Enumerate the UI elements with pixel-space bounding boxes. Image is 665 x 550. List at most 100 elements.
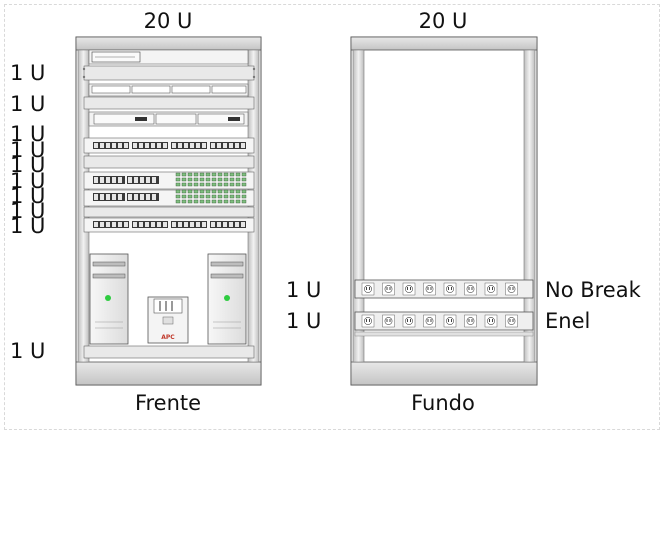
port	[235, 172, 241, 177]
port	[145, 222, 149, 227]
port	[366, 319, 367, 322]
port	[451, 287, 452, 290]
port	[133, 143, 137, 148]
port	[229, 199, 235, 204]
ups-logo: APC	[161, 334, 175, 341]
port	[196, 222, 200, 227]
port	[241, 177, 247, 182]
front-rack: APC	[75, 36, 262, 386]
port	[100, 222, 104, 227]
port	[229, 143, 233, 148]
port	[145, 143, 149, 148]
port	[489, 287, 490, 290]
port	[223, 199, 229, 204]
port	[484, 282, 498, 296]
port	[211, 143, 215, 148]
port	[235, 194, 241, 199]
port	[217, 199, 223, 204]
port	[223, 189, 229, 194]
unit-label: 1 U	[10, 92, 45, 116]
outlet	[364, 317, 372, 325]
port	[210, 142, 246, 149]
unit-label: 1 U	[10, 214, 45, 238]
port	[199, 172, 205, 177]
port	[205, 189, 211, 194]
port	[175, 172, 181, 177]
unit-label: 1 U	[10, 122, 45, 146]
front-unit-3-modems	[88, 83, 249, 97]
port	[386, 287, 388, 290]
port	[106, 194, 110, 200]
port	[128, 194, 132, 200]
port	[464, 314, 477, 328]
port	[163, 222, 167, 227]
pdu-unit-label: 1 U	[286, 309, 321, 333]
port	[389, 319, 391, 322]
port	[512, 319, 514, 322]
port	[118, 194, 122, 200]
port	[175, 194, 181, 199]
port	[94, 222, 98, 227]
port	[187, 199, 193, 204]
outlet	[507, 317, 516, 325]
port	[492, 287, 493, 290]
port	[229, 182, 235, 187]
back-bottom-shelf	[354, 331, 534, 337]
pdu-enel	[354, 311, 534, 331]
port	[187, 177, 193, 182]
port	[124, 222, 128, 227]
port	[118, 222, 122, 227]
port	[448, 319, 449, 322]
port	[157, 143, 161, 148]
unit-label: 1 U	[10, 184, 45, 208]
port	[430, 319, 432, 322]
outlet	[405, 285, 413, 293]
unit-label: 1 U	[10, 153, 45, 177]
port	[366, 287, 367, 290]
port	[443, 314, 457, 328]
port	[132, 221, 168, 228]
outlet	[384, 285, 393, 293]
port	[235, 189, 241, 194]
port	[427, 287, 429, 290]
outlet	[466, 285, 475, 293]
port	[157, 222, 161, 227]
port	[217, 143, 221, 148]
port	[241, 199, 247, 204]
port	[118, 177, 122, 183]
port	[210, 221, 246, 228]
port	[106, 222, 110, 227]
port	[205, 177, 211, 182]
port	[193, 172, 199, 177]
front-unit-4-blank	[83, 96, 255, 110]
unit-label: 1 U	[10, 199, 45, 223]
port	[402, 314, 416, 328]
port	[94, 143, 98, 148]
port	[402, 282, 416, 296]
port	[223, 172, 229, 177]
port	[146, 177, 150, 183]
port	[133, 222, 137, 227]
back-rack	[350, 36, 538, 386]
port	[471, 319, 473, 322]
unit-label: 1 U	[10, 61, 45, 85]
port	[448, 287, 449, 290]
port	[241, 172, 247, 177]
front-unit-1-shelf	[88, 49, 249, 65]
port	[190, 143, 194, 148]
port	[132, 142, 168, 149]
port	[369, 319, 370, 322]
port	[93, 221, 129, 228]
port	[134, 194, 138, 200]
port	[211, 199, 217, 204]
port	[241, 182, 247, 187]
port	[175, 182, 181, 187]
back-rack-title: 20 U	[419, 9, 468, 33]
port	[187, 172, 193, 177]
port	[100, 143, 104, 148]
port	[223, 143, 227, 148]
port	[112, 194, 116, 200]
port	[140, 177, 144, 183]
port	[181, 182, 187, 187]
